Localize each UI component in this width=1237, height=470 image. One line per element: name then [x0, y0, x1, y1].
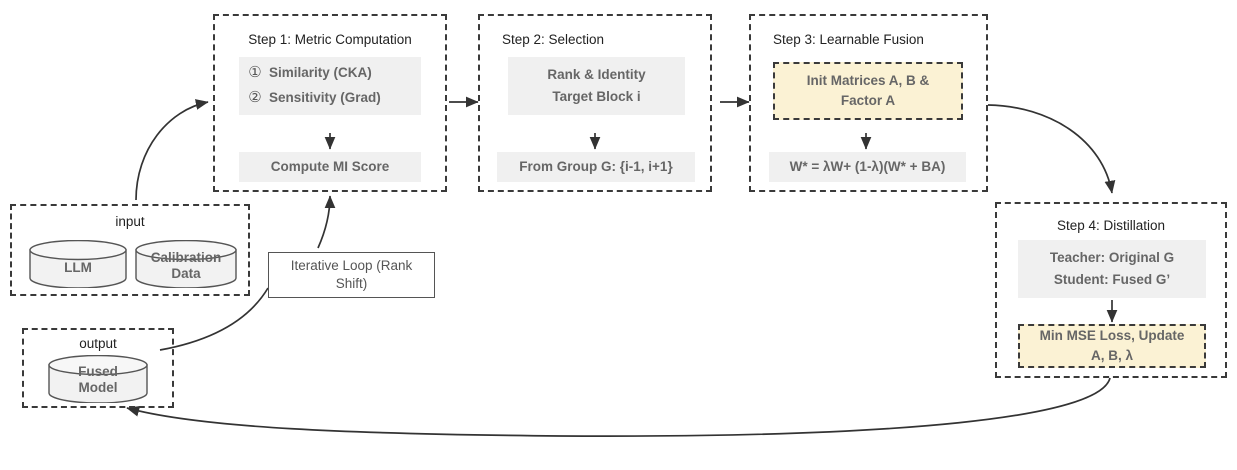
step1-title: Step 1: Metric Computation: [248, 32, 412, 47]
step1-metric-1-number: ①: [248, 64, 262, 82]
step1-result-label: Compute MI Score: [270, 158, 390, 174]
step1-metric-1-label: Similarity (CKA): [269, 65, 372, 81]
step3-init-label-1: Init Matrices A, B &: [806, 73, 930, 89]
step1-metric-2-label: Sensitivity (Grad): [269, 90, 381, 106]
step1-box: Step 1: Metric Computation: [213, 14, 447, 192]
step1-result-panel: Compute MI Score: [239, 152, 421, 182]
input-box: input: [10, 204, 250, 296]
cylinder-calibration-data: Calibration Data: [134, 240, 238, 288]
output-box-title: output: [79, 336, 117, 351]
step1-metric-2-number: ②: [248, 89, 262, 106]
step3-box: Step 3: Learnable Fusion: [749, 14, 988, 192]
step1-metrics-panel: ① Similarity (CKA) ② Sensitivity (Grad): [239, 57, 421, 115]
step4-line-2: Student: Fused G’: [1053, 272, 1171, 287]
step4-roles-panel: Teacher: Original G Student: Fused G’: [1018, 240, 1206, 298]
cylinder-fused-model: Fused Model: [47, 355, 149, 403]
edge-step4-to-output: [126, 377, 1111, 437]
step2-line-2: Target Block i: [552, 89, 641, 104]
edge-input-to-step1: [135, 99, 209, 201]
iterative-loop-label-2: Shift): [335, 276, 368, 291]
step4-box: Step 4: Distillation: [995, 202, 1227, 378]
step4-update-panel: Min MSE Loss, Update A, B, λ: [1018, 324, 1206, 368]
step2-result-label: From Group G: {i-1, i+1}: [519, 158, 673, 174]
input-box-title: input: [115, 214, 145, 229]
step3-init-label-2: Factor A: [840, 93, 896, 108]
step4-line-1: Teacher: Original G: [1049, 249, 1175, 265]
step2-title: Step 2: Selection: [502, 32, 605, 47]
step4-update-label-1: Min MSE Loss, Update: [1039, 328, 1185, 344]
edge-step3-to-step4: [987, 104, 1116, 194]
iterative-loop-label-1: Iterative Loop (Rank: [290, 257, 413, 273]
step4-update-label-2: A, B, λ: [1090, 348, 1133, 363]
step2-criteria-panel: Rank & Identity Target Block i: [508, 57, 685, 115]
step3-title: Step 3: Learnable Fusion: [773, 32, 924, 47]
step2-result-panel: From Group G: {i-1, i+1}: [497, 152, 695, 182]
step2-box: Step 2: Selection: [478, 14, 712, 192]
step3-formula-label: W* = λW+ (1-λ)(W* + BA): [789, 158, 946, 174]
output-box: output: [22, 328, 174, 408]
step3-formula-panel: W* = λW+ (1-λ)(W* + BA): [769, 152, 966, 182]
step3-init-panel: Init Matrices A, B & Factor A: [773, 62, 963, 120]
cylinder-llm: LLM: [28, 240, 128, 288]
edge-output-to-iterative-loop: [159, 287, 269, 351]
step2-line-1: Rank & Identity: [547, 66, 646, 82]
iterative-loop-box: Iterative Loop (Rank Shift): [268, 252, 435, 298]
edge-iterative-loop-to-step1: [317, 195, 336, 249]
step4-title: Step 4: Distillation: [1056, 218, 1166, 233]
